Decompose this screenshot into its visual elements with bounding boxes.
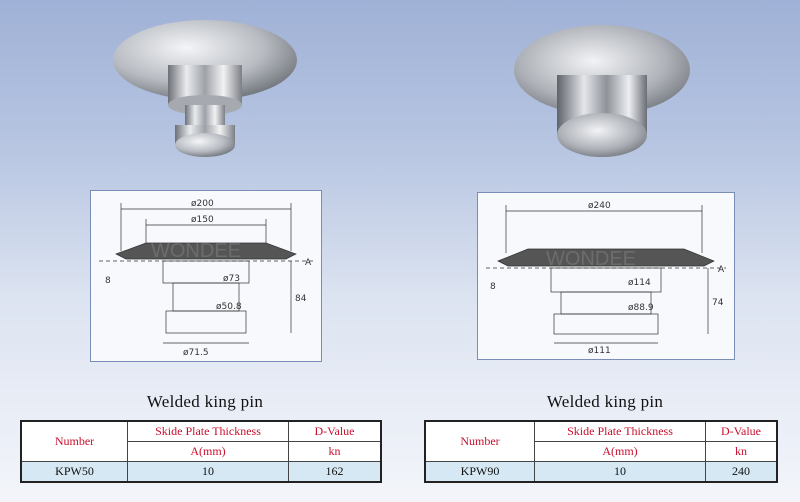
unit-kn: kn <box>288 441 382 462</box>
kingpin-photo-kpw50 <box>105 10 305 165</box>
watermark: WONDEE <box>546 248 636 270</box>
thickness-header: Skide Plate Thickness <box>534 420 706 442</box>
dvalue-header: D-Value <box>705 420 778 442</box>
dim-d4: ø88.9 <box>628 303 654 313</box>
unit-a: A(mm) <box>127 441 289 462</box>
row-number: KPW90 <box>424 461 535 483</box>
spec-table-kpw90: Number Skide Plate Thickness D-Value A(m… <box>424 420 778 483</box>
table-row: KPW90 10 240 <box>424 461 778 483</box>
dim-d1: ø200 <box>191 199 214 209</box>
unit-kn: kn <box>705 441 778 462</box>
watermark: WONDEE <box>151 240 241 262</box>
technical-drawing-kpw50: ø200 ø150 ø73 ø50.8 ø71.5 84 8 A WONDEE <box>90 190 322 362</box>
dim-a: A <box>718 265 725 275</box>
thickness-header: Skide Plate Thickness <box>127 420 289 442</box>
unit-a: A(mm) <box>534 441 706 462</box>
row-a: 10 <box>534 461 706 483</box>
dim-a: A <box>305 258 312 268</box>
dim-d5: ø111 <box>588 346 611 356</box>
dim-h: 84 <box>295 294 307 304</box>
dvalue-header: D-Value <box>288 420 382 442</box>
caption-kpw90: Welded king pin <box>546 392 664 411</box>
row-a: 10 <box>127 461 289 483</box>
caption-kpw50: Welded king pin <box>146 392 264 411</box>
row-d: 162 <box>288 461 382 483</box>
technical-drawing-kpw90: ø240 ø114 ø88.9 ø111 74 8 A WONDEE <box>477 192 735 360</box>
dim-d5: ø71.5 <box>183 348 209 358</box>
dim-d4: ø50.8 <box>216 302 242 312</box>
spec-table-kpw50: Number Skide Plate Thickness D-Value A(m… <box>20 420 382 483</box>
table-row: KPW50 10 162 <box>20 461 382 483</box>
dim-d3: ø73 <box>223 274 240 284</box>
number-header: Number <box>424 420 535 462</box>
dim-angle: 8 <box>490 282 496 292</box>
row-number: KPW50 <box>20 461 128 483</box>
dim-d3: ø114 <box>628 278 651 288</box>
dim-angle: 8 <box>105 276 111 286</box>
dim-h: 74 <box>712 298 724 308</box>
number-header: Number <box>20 420 128 462</box>
dim-d2: ø150 <box>191 215 214 225</box>
dim-d1: ø240 <box>588 201 611 211</box>
kingpin-photo-kpw90 <box>512 10 692 165</box>
row-d: 240 <box>705 461 778 483</box>
